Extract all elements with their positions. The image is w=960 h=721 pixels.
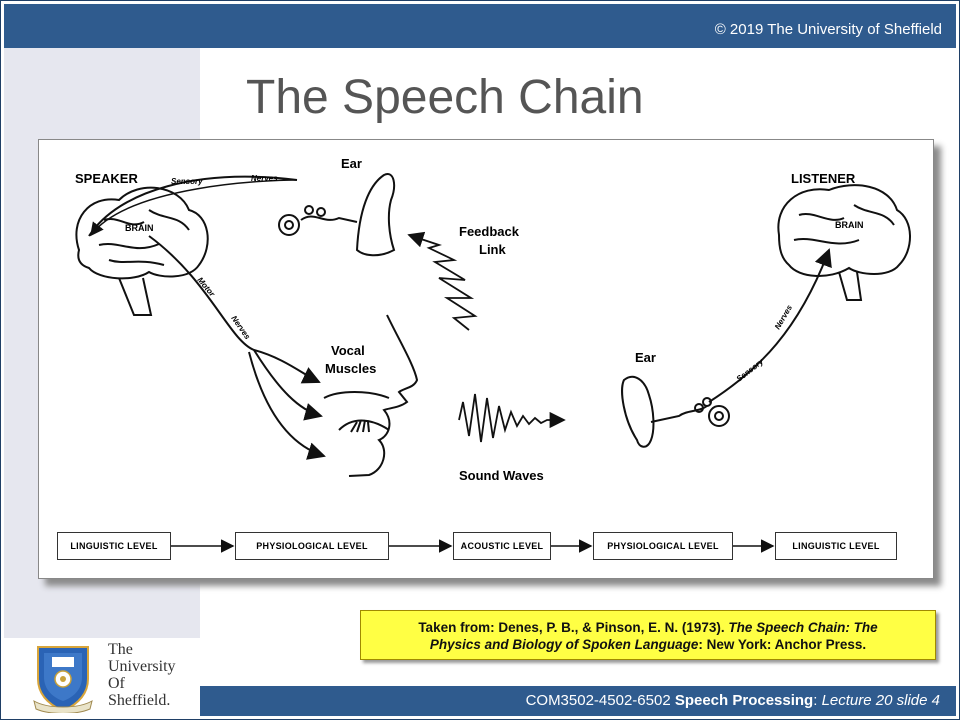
uni-line-4: Sheffield. — [108, 692, 171, 709]
motor-nerves-label: Nerves — [229, 314, 252, 341]
vocal-label-2: Muscles — [325, 361, 376, 376]
uni-line-3: Of — [108, 675, 125, 692]
speaker-brain-label: BRAIN — [125, 223, 154, 233]
feedback-label-2: Link — [479, 242, 506, 257]
speech-chain-diagram: BRAIN SPEAKER Sensory Nerves Ear Feedbac… — [75, 156, 911, 553]
listener-brain — [777, 184, 911, 301]
level-box-physiological-listener: PHYSIOLOGICAL LEVEL — [593, 532, 733, 560]
nerves-label-right: Nerves — [773, 303, 794, 331]
university-logo: The University Of Sheffield. — [30, 641, 210, 721]
speaker-label: SPEAKER — [75, 171, 138, 186]
sensory-nerve-top-line — [88, 175, 298, 237]
sound-wave — [458, 393, 566, 443]
citation-box: Taken from: Denes, P. B., & Pinson, E. N… — [360, 610, 936, 660]
ear-right-label: Ear — [635, 350, 656, 365]
sensory-nerve-right — [708, 248, 832, 403]
vocal-label-1: Vocal — [331, 343, 365, 358]
citation-prefix: Taken from: Denes, P. B., & Pinson, E. N… — [418, 620, 729, 635]
listener-brain-label: BRAIN — [835, 220, 864, 230]
nerves-label-top: Nerves — [251, 174, 278, 183]
motor-nerve-2 — [253, 349, 323, 421]
level-box-linguistic-listener: LINGUISTIC LEVEL — [775, 532, 897, 560]
copyright-text: © 2019 The University of Sheffield — [714, 21, 942, 38]
sensory-label-top: Sensory — [171, 177, 203, 186]
header-bar: © 2019 The University of Sheffield — [4, 4, 956, 48]
citation-title-1: The Speech Chain: The — [728, 620, 878, 635]
speaker-brain — [75, 186, 209, 316]
footer-bar: COM3502-4502-6502 Speech Processing: Lec… — [200, 686, 956, 716]
citation-title-2: Physics and Biology of Spoken Language — [429, 637, 699, 652]
feedback-label-1: Feedback — [459, 224, 520, 239]
right-ear — [621, 375, 730, 448]
footer-sep: : — [813, 692, 822, 709]
sensory-label-right: Sensory — [735, 357, 766, 384]
slide-title: The Speech Chain — [246, 71, 644, 124]
level-box-physiological-speaker: PHYSIOLOGICAL LEVEL — [235, 532, 389, 560]
uni-line-2: University — [108, 658, 176, 675]
citation-suffix: : New York: Anchor Press. — [698, 637, 867, 652]
level-box-acoustic: ACOUSTIC LEVEL — [453, 532, 551, 560]
speech-chain-figure: BRAIN SPEAKER Sensory Nerves Ear Feedbac… — [38, 139, 934, 579]
university-name: The University Of Sheffield. — [108, 641, 176, 709]
top-ear — [278, 173, 396, 257]
level-box-linguistic-speaker: LINGUISTIC LEVEL — [57, 532, 171, 560]
vocal-tract-face — [323, 314, 419, 477]
footer-module: Speech Processing — [674, 692, 814, 709]
sound-waves-label: Sound Waves — [459, 468, 544, 483]
uni-line-1: The — [108, 641, 133, 658]
motor-nerve-1 — [148, 235, 321, 384]
footer-course: COM3502-4502-6502 — [525, 692, 675, 709]
listener-label: LISTENER — [791, 171, 856, 186]
motor-nerve-3 — [248, 351, 326, 460]
footer-text: COM3502-4502-6502 Speech Processing: Lec… — [526, 692, 940, 709]
sensory-nerve-top-arrow — [90, 179, 298, 237]
footer-lecture: Lecture 20 slide 4 — [821, 692, 940, 709]
ear-top-label: Ear — [341, 156, 362, 171]
feedback-wave — [407, 231, 478, 331]
university-crest-icon — [33, 646, 93, 713]
